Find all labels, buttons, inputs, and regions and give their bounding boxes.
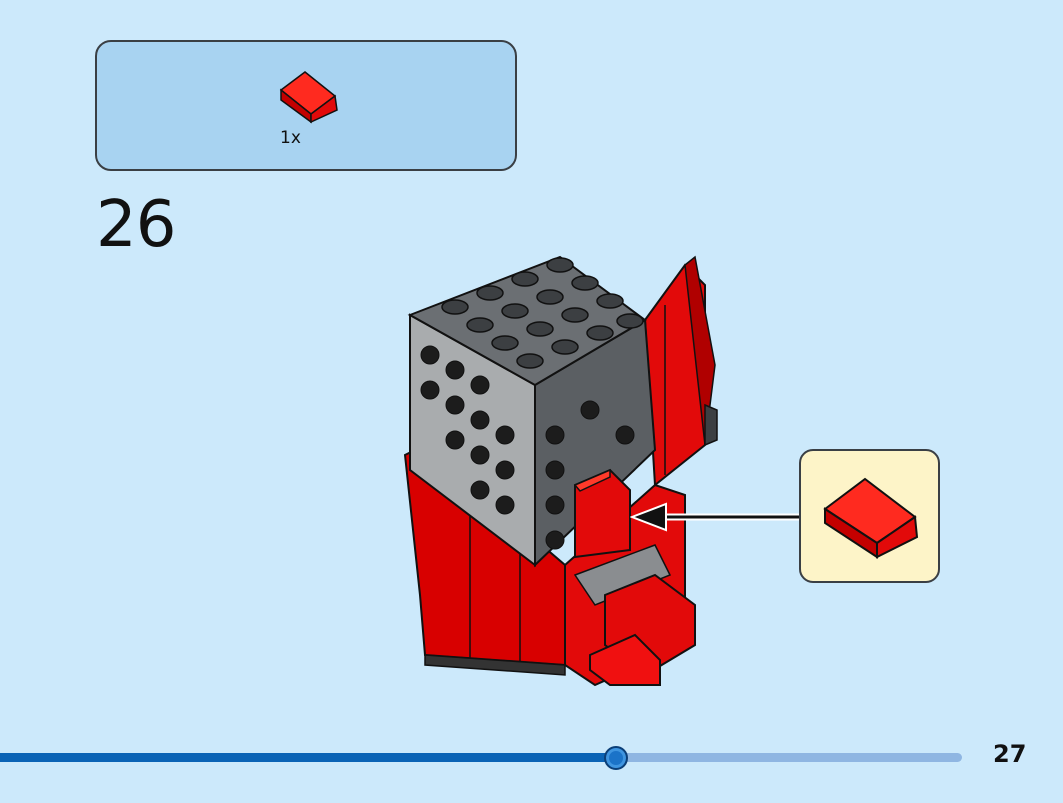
progress-knob [604, 746, 628, 770]
placement-arrow [630, 502, 800, 532]
progress-fill [0, 753, 616, 762]
red-slope-brick-icon [279, 71, 338, 124]
step-number: 26 [96, 188, 176, 262]
progress-bar [0, 746, 962, 770]
page-number: 27 [993, 740, 1027, 768]
part-callout-box [799, 449, 940, 583]
red-slope-brick-icon [823, 477, 919, 559]
brickheadz-model-illustration [403, 255, 718, 687]
parts-list-box: 1x [95, 40, 517, 171]
part-quantity: 1x [280, 128, 301, 148]
